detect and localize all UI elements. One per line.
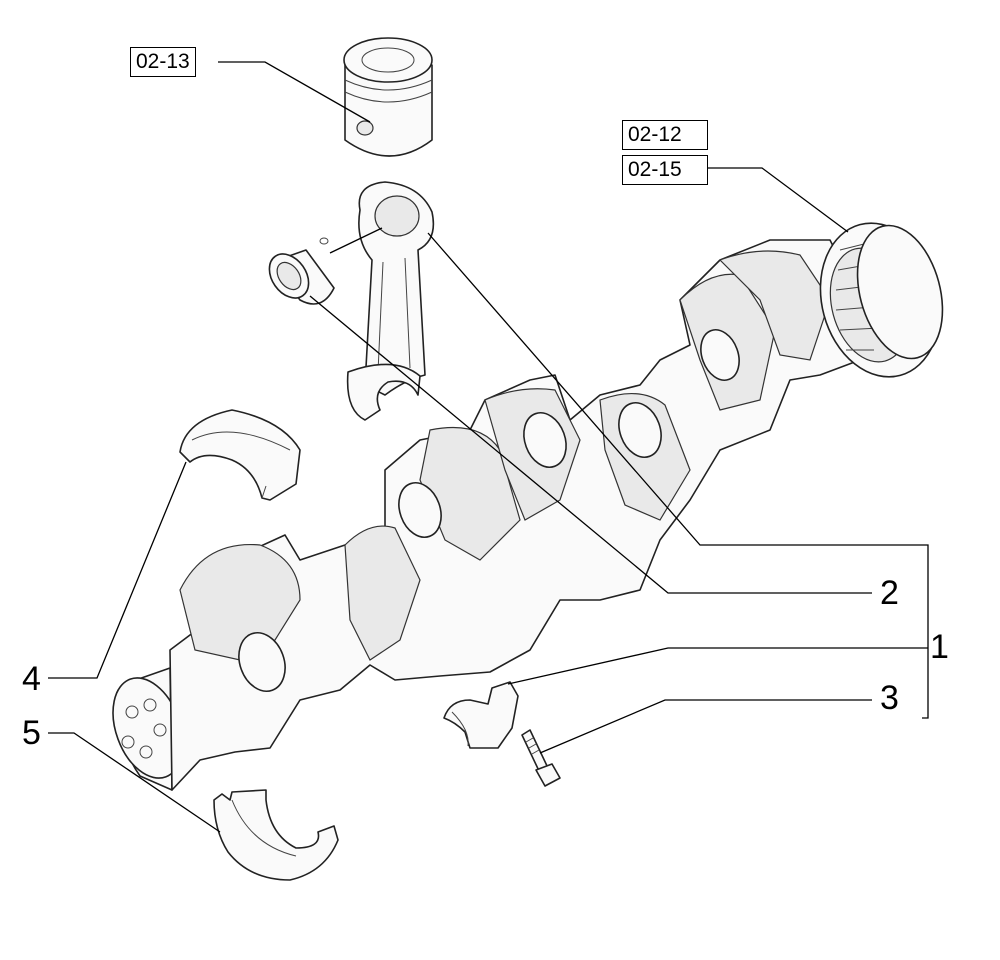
leader-lines <box>48 61 929 833</box>
reference-box-piston[interactable]: 02-13 <box>130 47 196 77</box>
small-end-bushing-drawing <box>268 227 383 305</box>
reference-box-flywheel-a[interactable]: 02-12 <box>622 120 708 150</box>
callout-4: 4 <box>22 660 41 698</box>
crankshaft-drawing <box>112 222 944 791</box>
callout-2: 2 <box>880 574 899 612</box>
reference-box-flywheel-b[interactable]: 02-15 <box>622 155 708 185</box>
rod-cap-drawing <box>443 681 519 749</box>
upper-main-bearing-shell-drawing <box>179 409 301 501</box>
connecting-rod-drawing <box>346 181 435 421</box>
callout-3: 3 <box>880 679 899 717</box>
piston-drawing <box>343 37 433 157</box>
rod-bolt-drawing <box>521 729 561 787</box>
callout-5: 5 <box>22 714 41 752</box>
callout-1: 1 <box>930 628 949 666</box>
lower-main-bearing-shell-drawing <box>213 789 339 881</box>
